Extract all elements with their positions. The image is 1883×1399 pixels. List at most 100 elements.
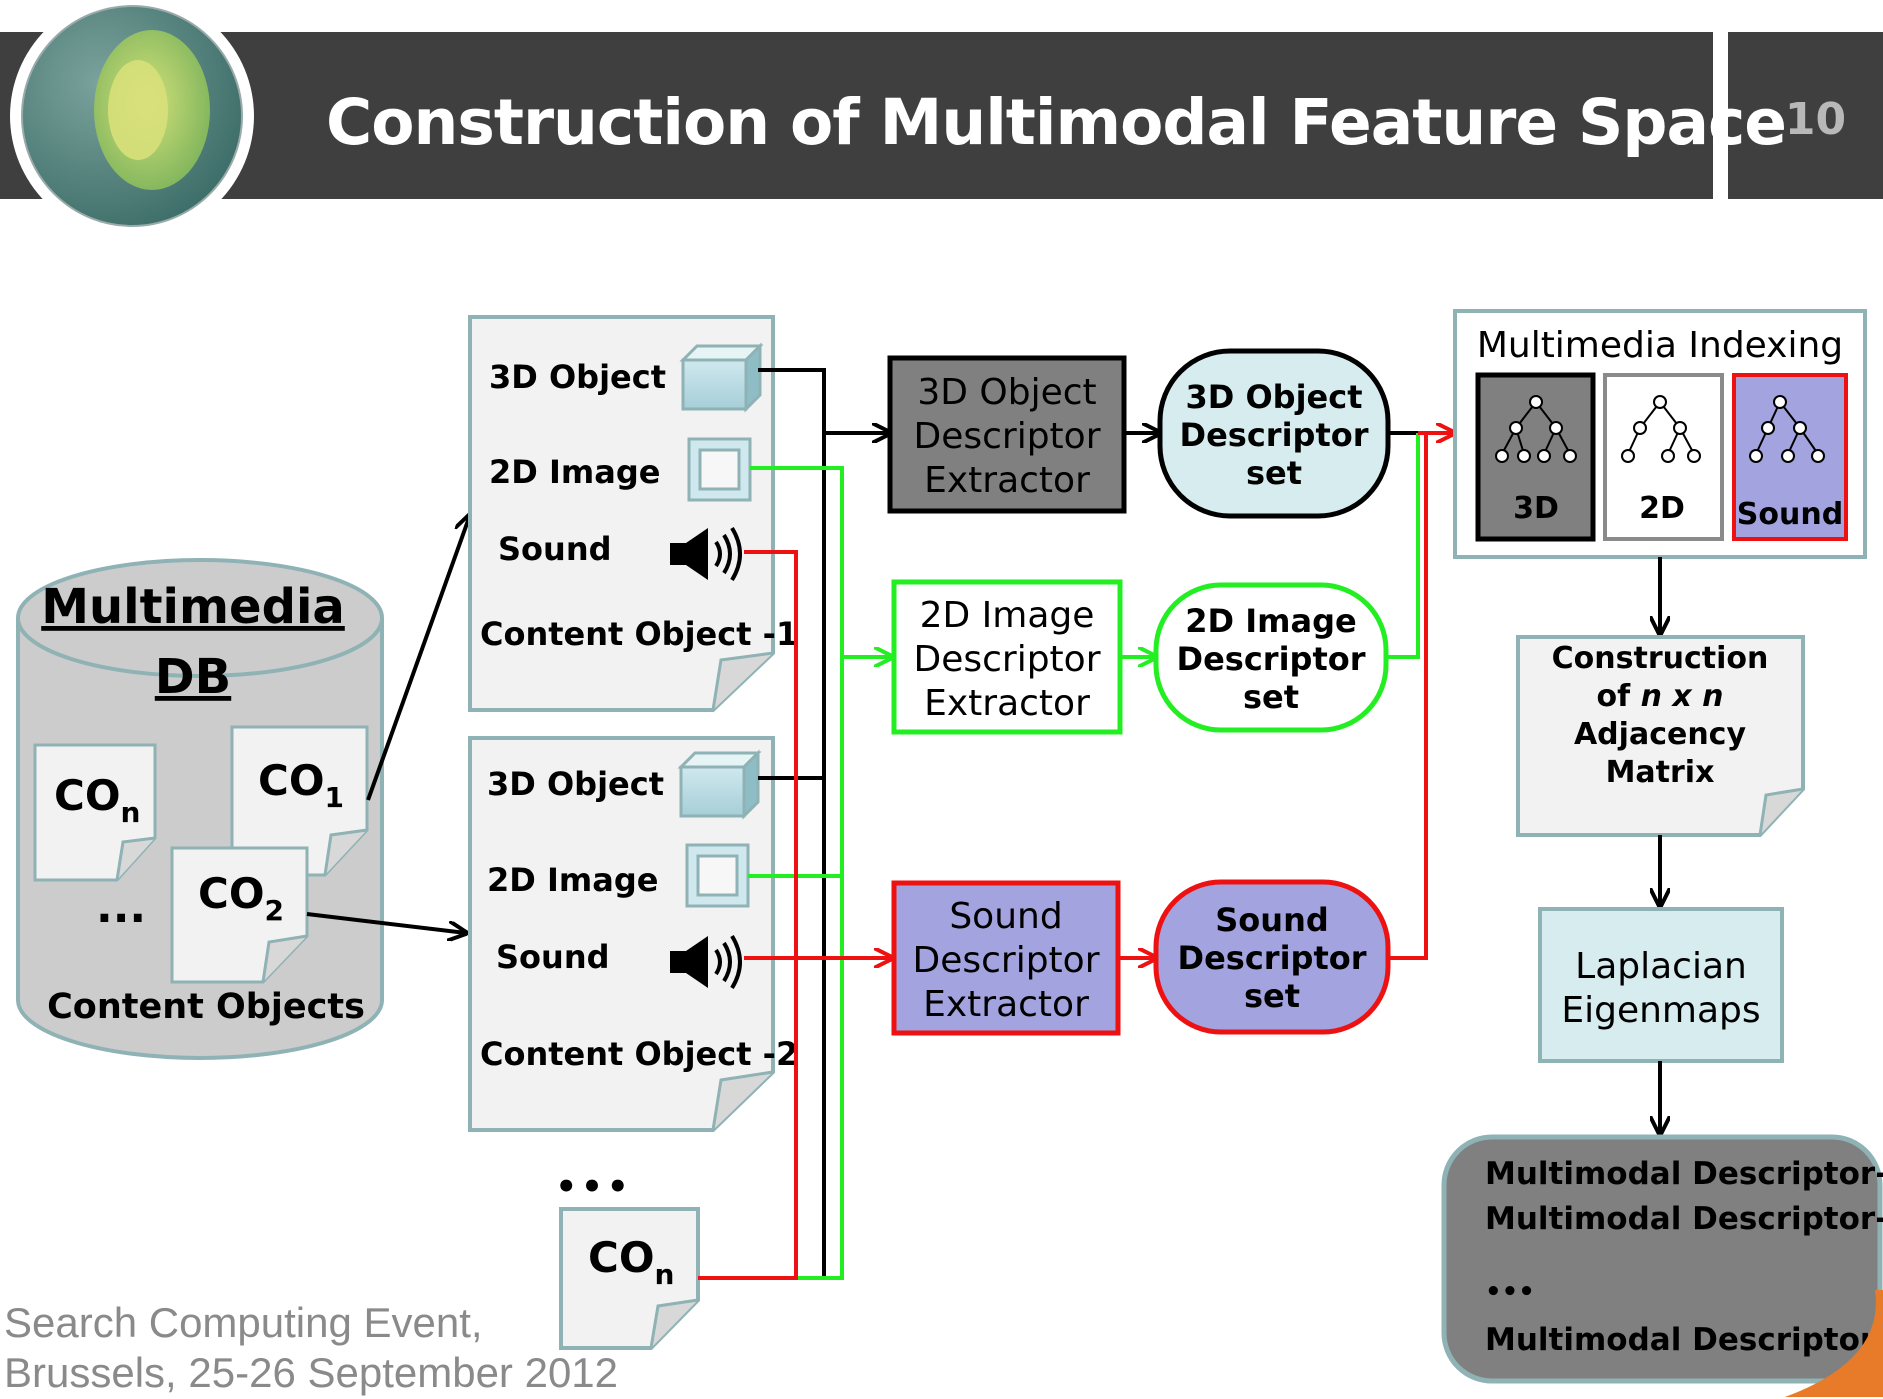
- image-icon: [687, 437, 752, 502]
- image-icon: [685, 843, 750, 908]
- extractor-3d: 3D Object Descriptor Extractor: [887, 355, 1127, 514]
- cube-icon: [677, 749, 762, 820]
- cube-icon: [679, 342, 764, 413]
- db-title-line1: Multimedia: [41, 579, 345, 635]
- db-dots: ...: [96, 882, 146, 933]
- slide-title: Construction of Multimodal Feature Space: [326, 86, 1787, 159]
- index-tree-3d-label: 3D: [1513, 491, 1559, 526]
- index-tree-2d: 2D: [1603, 373, 1724, 541]
- index-tree-2d-label: 2D: [1639, 491, 1685, 526]
- extractor-sound-line1: Sound: [949, 896, 1062, 937]
- extractor-2d-line2: Descriptor: [913, 639, 1100, 680]
- output-descriptor-n: Multimodal Descriptor-n: [1485, 1322, 1883, 1358]
- tree-icon: [1621, 395, 1701, 463]
- multimedia-db: Multimedia DB COn CO1 CO2 ... Content Ob…: [16, 558, 384, 1060]
- svg-text:CO2: CO2: [198, 869, 284, 927]
- multimodal-descriptors: Multimodal Descriptor-1 Multimodal Descr…: [1441, 1134, 1883, 1384]
- adjacency-line3: Adjacency: [1574, 717, 1746, 752]
- db-doc-co-2: CO2: [170, 846, 309, 984]
- footer-event: Search Computing Event,: [4, 1299, 483, 1346]
- extractor-2d-line3: Extractor: [924, 683, 1090, 724]
- tree-icon: [1749, 395, 1825, 463]
- db-co-n-sub: n: [121, 796, 141, 829]
- extractor-sound-line2: Descriptor: [912, 940, 1099, 981]
- arrow-co2-to-content-object-2: [306, 912, 466, 933]
- db-title-line2: DB: [155, 649, 231, 705]
- co-n-doc: COn: [559, 1207, 700, 1350]
- set-3d-line2: Descriptor: [1180, 416, 1369, 454]
- set-2d-line3: set: [1243, 678, 1299, 716]
- connector-sets-to-indexing: [1386, 433, 1454, 960]
- extractor-sound-line3: Extractor: [923, 984, 1089, 1025]
- content-object-1: 3D Object 2D Image Sound Content Object …: [468, 315, 798, 712]
- co1-2d-label: 2D Image: [489, 453, 660, 491]
- db-co-2-sub: 2: [265, 894, 284, 927]
- footer-location-date: Brussels, 25-26 September 2012: [4, 1349, 619, 1396]
- co2-sound-label: Sound: [496, 938, 610, 976]
- tree-icon: [1495, 395, 1577, 463]
- arrow-co1-to-content-object-1: [366, 515, 470, 801]
- speaker-icon: [670, 526, 742, 582]
- laplacian-line2: Eigenmaps: [1561, 990, 1760, 1031]
- svg-text:of n x n: of n x n: [1596, 679, 1723, 714]
- db-doc-co-n: COn: [33, 743, 157, 882]
- output-descriptor-1: Multimodal Descriptor-1: [1485, 1156, 1883, 1192]
- adjacency-line4: Matrix: [1606, 755, 1715, 790]
- page-number: 10: [1784, 94, 1847, 145]
- title-bar: [0, 32, 1713, 199]
- extractor-sound: Sound Descriptor Extractor: [891, 880, 1121, 1036]
- set-sound-line3: set: [1244, 977, 1300, 1015]
- more-objects-dots: •••: [555, 1167, 632, 1207]
- svg-text:COn: COn: [54, 771, 140, 829]
- multimedia-indexing: Multimedia Indexing 3D 2D: [1453, 309, 1867, 559]
- extractor-3d-line2: Descriptor: [913, 416, 1100, 457]
- extractor-3d-line1: 3D Object: [917, 372, 1096, 413]
- co1-caption: Content Object -1: [480, 615, 798, 653]
- co-n-sub: n: [655, 1258, 675, 1291]
- output-dots: •••: [1485, 1277, 1535, 1307]
- adjacency-line2-math: n x n: [1641, 679, 1724, 714]
- decorative-swoosh: [1785, 1290, 1883, 1397]
- co2-3d-label: 3D Object: [487, 765, 664, 803]
- set-3d-line1: 3D Object: [1185, 378, 1362, 416]
- set-2d-line2: Descriptor: [1177, 640, 1366, 678]
- set-sound-line2: Descriptor: [1178, 939, 1367, 977]
- co1-sound-label: Sound: [498, 530, 612, 568]
- extractor-3d-line3: Extractor: [924, 460, 1090, 501]
- db-co-1-label: CO: [258, 756, 325, 805]
- adjacency-matrix: Construction of n x n Adjacency Matrix: [1516, 635, 1805, 837]
- extractor-2d-line1: 2D Image: [920, 595, 1095, 636]
- logo: [10, 0, 254, 238]
- index-tree-sound-label: Sound: [1737, 497, 1843, 532]
- db-co-2-label: CO: [198, 869, 265, 918]
- adjacency-line2-prefix: of: [1596, 679, 1640, 714]
- co2-2d-label: 2D Image: [487, 861, 658, 899]
- set-2d-line1: 2D Image: [1185, 602, 1356, 640]
- db-co-1-sub: 1: [325, 781, 344, 814]
- adjacency-line1: Construction: [1552, 641, 1769, 676]
- page-number-box: [1728, 32, 1883, 199]
- speaker-icon: [670, 934, 742, 990]
- extractor-2d: 2D Image Descriptor Extractor: [891, 579, 1123, 735]
- svg-text:COn: COn: [588, 1233, 674, 1291]
- co2-caption: Content Object -2: [480, 1035, 798, 1073]
- laplacian-eigenmaps: Laplacian Eigenmaps: [1538, 907, 1784, 1063]
- set-3d-line3: set: [1246, 454, 1302, 492]
- set-sound-line1: Sound: [1215, 901, 1329, 939]
- descriptor-set-2d: 2D Image Descriptor set: [1153, 582, 1389, 733]
- co-n-label: CO: [588, 1233, 655, 1282]
- index-tree-3d: 3D: [1475, 372, 1596, 542]
- descriptor-set-3d: 3D Object Descriptor set: [1157, 348, 1391, 519]
- content-object-2: 3D Object 2D Image Sound Content Object …: [468, 736, 798, 1132]
- db-caption: Content Objects: [47, 987, 365, 1027]
- svg-text:CO1: CO1: [258, 756, 344, 814]
- db-co-n-label: CO: [54, 771, 121, 820]
- descriptor-set-sound: Sound Descriptor set: [1153, 879, 1391, 1035]
- connector-sound: [698, 550, 892, 1280]
- co1-3d-label: 3D Object: [489, 358, 666, 396]
- indexing-title: Multimedia Indexing: [1477, 325, 1843, 366]
- output-descriptor-2: Multimodal Descriptor-2: [1485, 1201, 1883, 1237]
- index-tree-sound: Sound: [1732, 373, 1848, 541]
- db-doc-co-1: CO1: [230, 725, 369, 877]
